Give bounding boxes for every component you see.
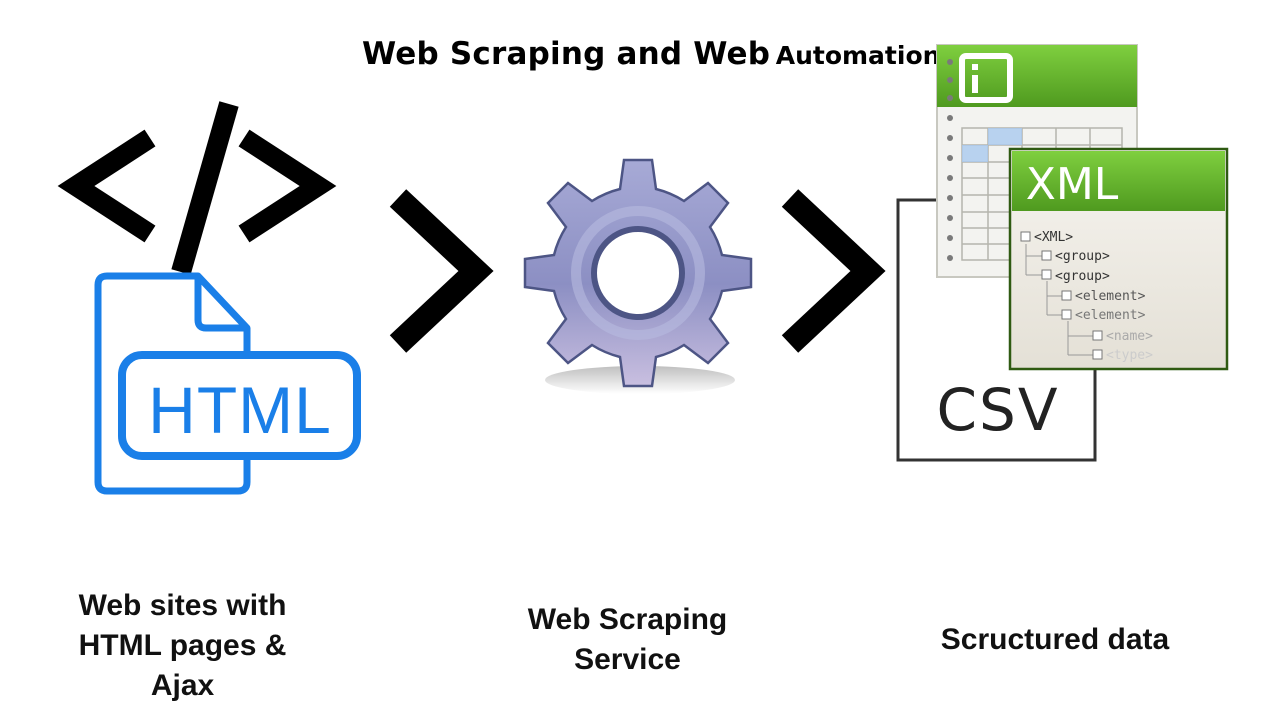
- xml-tree-line: <element>: [1075, 289, 1146, 304]
- xml-tree: <XML> <group> <group> <element> <element…: [1020, 230, 1153, 363]
- xml-header-text: XML: [1026, 159, 1119, 210]
- xml-tree-line: <element>: [1075, 308, 1146, 323]
- xml-tree-line: <name>: [1106, 329, 1153, 344]
- caption-line: Web sites with: [78, 589, 287, 622]
- title-part-1: Web Scraping and Web: [362, 36, 771, 72]
- caption-output: Scructured data: [905, 620, 1205, 660]
- caption-line: Web Scraping: [527, 603, 728, 636]
- chevron-right-icon: [389, 189, 494, 353]
- caption-sources: Web sites with HTML pages & Ajax: [40, 586, 325, 706]
- title-part-2: Automation: [775, 41, 941, 70]
- chevron-right-icon: [781, 189, 886, 353]
- xml-tree-line: <type>: [1106, 348, 1153, 363]
- gear-icon: [523, 158, 753, 394]
- caption-line: Scructured data: [940, 623, 1170, 656]
- caption-line: Service: [574, 643, 681, 676]
- code-brackets-icon: [57, 101, 337, 275]
- caption-line: HTML pages &: [78, 629, 287, 662]
- html-badge-text: HTML: [148, 373, 332, 447]
- diagram-title: Web Scraping and Web Automation: [362, 34, 940, 74]
- html-file-icon: HTML: [94, 272, 361, 495]
- xml-file-icon: XML <XML> <: [1008, 147, 1229, 371]
- xml-tree-line: <group>: [1055, 249, 1110, 264]
- xml-tree-line: <XML>: [1034, 230, 1073, 245]
- csv-label-text: CSV: [937, 376, 1060, 444]
- caption-line: Ajax: [150, 669, 215, 702]
- caption-service: Web Scraping Service: [480, 600, 775, 680]
- xml-tree-line: <group>: [1055, 269, 1110, 284]
